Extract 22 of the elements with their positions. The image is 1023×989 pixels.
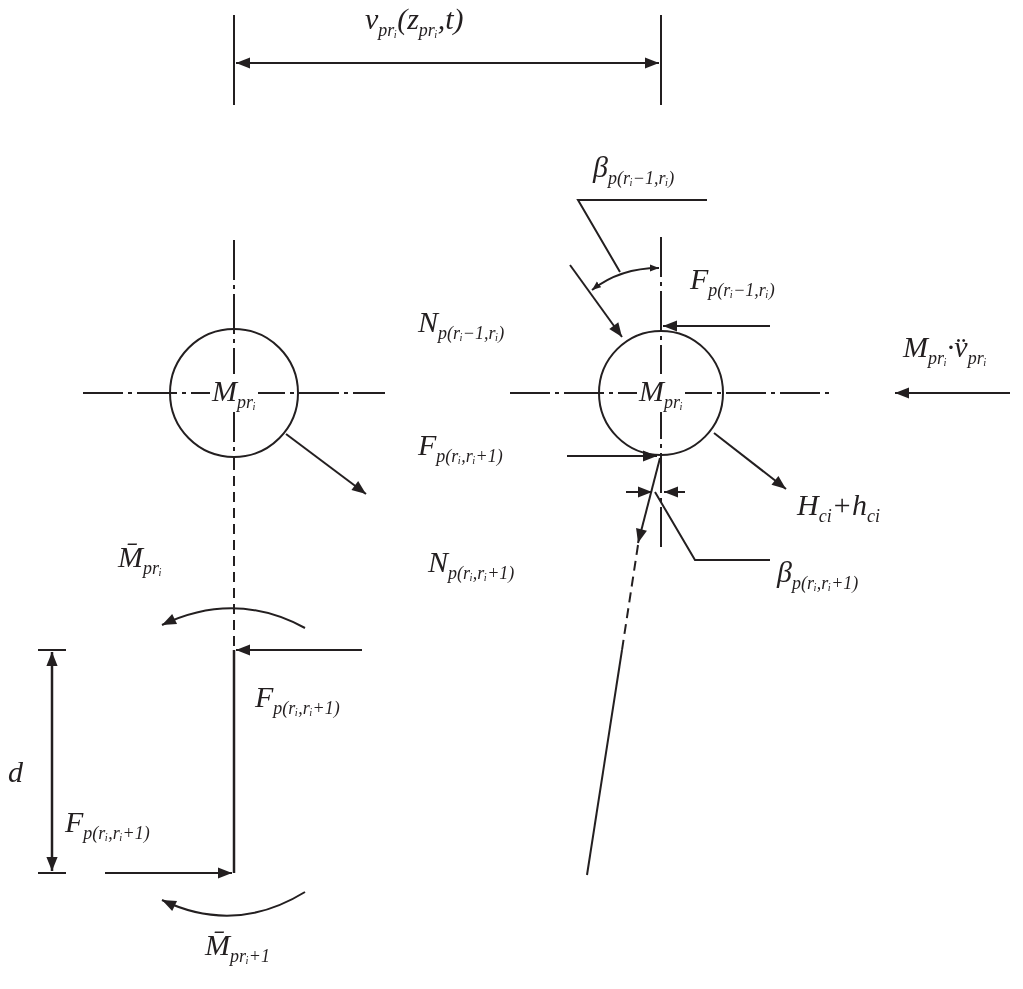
dimension-label: d	[8, 755, 23, 788]
force-label: H$_{ci}$+h$_{ci}$	[797, 488, 880, 527]
force-label: F$_{p(rᵢ,rᵢ+1)}$	[255, 680, 340, 719]
force-label: F$_{p(rᵢ,rᵢ+1)}$	[65, 805, 150, 844]
mass-circle	[598, 330, 724, 456]
angle-mark	[625, 486, 686, 498]
angle-label: β$_{p(rᵢ−1,rᵢ)}$	[593, 150, 675, 189]
moment-label: M̄$_{prᵢ+1}$	[205, 928, 270, 967]
force-label: F$_{p(rᵢ−1,rᵢ)}$	[690, 262, 775, 301]
leader-line	[576, 199, 708, 273]
angle-label: β$_{p(rᵢ,rᵢ+1)}$	[777, 555, 859, 594]
mass-circle	[169, 328, 299, 458]
mass-label: M$_{prᵢ}$	[210, 373, 258, 413]
mass-label: M$_{prᵢ}$	[637, 373, 685, 413]
force-label: N$_{p(rᵢ−1,rᵢ)}$	[418, 305, 505, 344]
force-label: M$_{prᵢ}$·v̈$_{prᵢ}$	[903, 330, 987, 369]
moment-label: M̄$_{prᵢ}$	[118, 540, 162, 579]
angle-arc	[591, 264, 660, 291]
force-label: F$_{p(rᵢ,rᵢ+1)}$	[418, 428, 503, 467]
force-label: N$_{p(rᵢ,rᵢ+1)}$	[428, 545, 515, 584]
dimension-label: v$_{prᵢ}$(z$_{prᵢ}$,t)	[365, 2, 464, 41]
leader-line	[654, 491, 771, 561]
